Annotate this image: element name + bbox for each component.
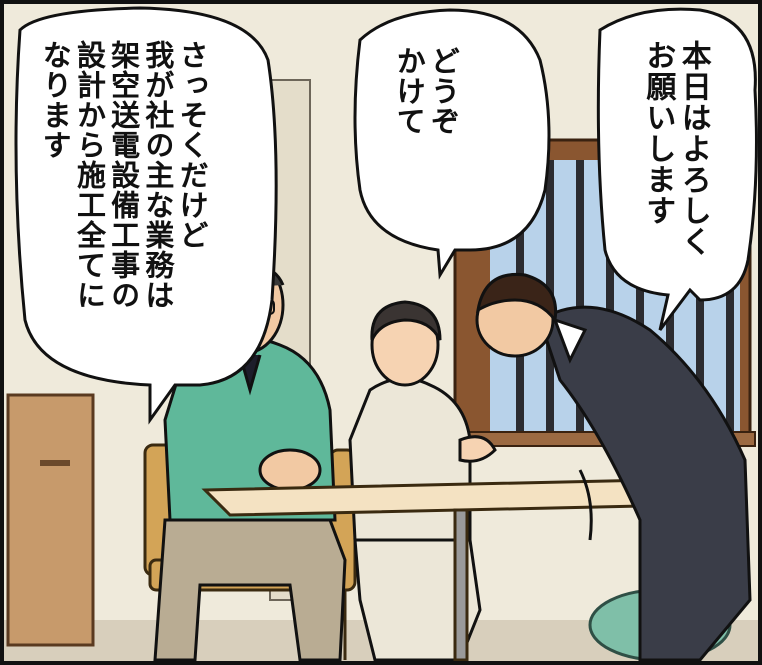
- speech-bubble-salesman: [596, 7, 758, 331]
- door: [6, 393, 95, 647]
- speech-bubble-man: [14, 6, 278, 425]
- speech-line: 我が社の主な業務は: [140, 40, 175, 310]
- speech-line: 架空送電設備工事の: [106, 40, 141, 310]
- meeting-table: [201, 478, 696, 662]
- speech-text-woman: どうぞかけて: [392, 46, 460, 186]
- speech-line: なります: [38, 40, 73, 160]
- speech-bubble-woman: [353, 8, 551, 280]
- speech-line: お願いします: [640, 40, 676, 226]
- speech-text-salesman: 本日はよろしくお願いします: [640, 40, 711, 300]
- speech-line: 本日はよろしく: [675, 40, 711, 257]
- bowing-salesman: [475, 272, 752, 662]
- speech-line: どうぞ: [426, 46, 461, 136]
- speech-line: かけて: [392, 46, 427, 136]
- speech-line: さっそくだけど: [175, 40, 210, 250]
- speech-line: 設計から施工全てに: [72, 40, 107, 310]
- speech-text-man: さっそくだけど我が社の主な業務は架空送電設備工事の設計から施工全てになります: [38, 40, 209, 340]
- door-handle: [40, 460, 70, 466]
- woman-in-cardigan: [348, 300, 497, 662]
